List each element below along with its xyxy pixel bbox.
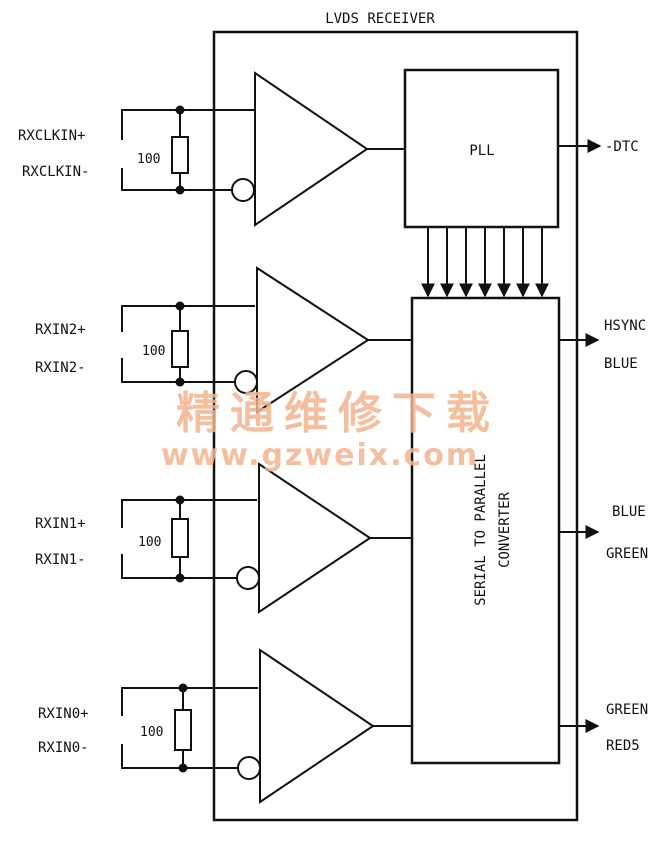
junction-dot xyxy=(178,763,188,773)
output-label-bottom: GREEN xyxy=(606,546,648,562)
rxin1-plus-wire xyxy=(121,499,257,528)
input-label-plus: RXIN1+ xyxy=(35,516,86,532)
pll-to-converter-arrows xyxy=(421,228,549,298)
input-label-minus: RXCLKIN- xyxy=(22,164,89,180)
output-label-top: GREEN xyxy=(606,702,648,718)
resistor xyxy=(171,330,189,368)
watermark: 精通维修下载 www.gzweix.com xyxy=(161,388,500,473)
junction-dot xyxy=(175,105,185,115)
inverting-input-bubble xyxy=(236,566,260,590)
rxin2-plus-wire xyxy=(121,305,255,332)
pll-label: PLL xyxy=(469,143,494,159)
junction-dot xyxy=(175,185,185,195)
rxin1-minus-wire xyxy=(121,554,257,579)
output-label-dtc: -DTC xyxy=(605,139,639,155)
resistor-value: 100 xyxy=(137,152,160,167)
junction-dot xyxy=(175,495,185,505)
resistor xyxy=(171,136,189,174)
receiver-amplifier xyxy=(259,648,375,804)
inverting-input-bubble xyxy=(237,756,261,780)
receiver-title: LVDS RECEIVER xyxy=(325,11,435,27)
resistor xyxy=(171,518,189,558)
receiver-amplifier xyxy=(256,266,370,414)
converter-label-line-1: SERIAL TO PARALLEL xyxy=(473,454,489,606)
watermark-text: 精通维修下载 xyxy=(176,388,500,439)
converter-label-line-2: CONVERTER xyxy=(497,492,513,568)
rxclkin-minus-wire xyxy=(121,168,255,191)
converter-block xyxy=(410,296,561,765)
input-label-minus: RXIN2- xyxy=(35,360,86,376)
rxin0-plus-wire xyxy=(121,687,258,716)
output-label-bottom: RED5 xyxy=(606,738,640,754)
resistor-value: 100 xyxy=(142,344,165,359)
channel-rxin0: RXIN0+ RXIN0- 100 xyxy=(38,648,412,804)
junction-dot xyxy=(175,377,185,387)
channel-rxin1: RXIN1+ RXIN1- 100 xyxy=(35,462,412,614)
resistor-value: 100 xyxy=(140,725,163,740)
input-label-plus: RXCLKIN+ xyxy=(18,128,85,144)
input-label-minus: RXIN0- xyxy=(38,740,89,756)
receiver-amplifier xyxy=(254,71,369,227)
junction-dot xyxy=(175,573,185,583)
input-label-plus: RXIN2+ xyxy=(35,322,86,338)
outputs: -DTC HSYNC BLUE BLUE GREEN GREEN RED5 xyxy=(558,139,648,754)
receiver-box xyxy=(212,30,579,822)
rxin0-minus-wire xyxy=(121,744,258,769)
junction-dot xyxy=(178,683,188,693)
resistor xyxy=(174,709,192,751)
output-label-top: HSYNC xyxy=(604,318,646,334)
receiver-amplifier xyxy=(258,462,372,614)
inverting-input-bubble xyxy=(234,370,258,394)
input-label-plus: RXIN0+ xyxy=(38,706,89,722)
channel-rxclkin: RXCLKIN+ RXCLKIN- 100 xyxy=(18,71,405,227)
junction-dot xyxy=(175,301,185,311)
output-label-top: BLUE xyxy=(612,504,646,520)
input-label-minus: RXIN1- xyxy=(35,552,86,568)
resistor-value: 100 xyxy=(138,535,161,550)
channel-rxin2: RXIN2+ RXIN2- 100 xyxy=(35,266,412,414)
output-label-bottom: BLUE xyxy=(604,356,638,372)
inverting-input-bubble xyxy=(231,178,255,202)
watermark-url: www.gzweix.com xyxy=(161,438,479,473)
rxin2-minus-wire xyxy=(121,358,255,383)
rxclkin-plus-wire xyxy=(121,109,255,140)
converter-label: SERIAL TO PARALLEL CONVERTER xyxy=(473,454,513,606)
